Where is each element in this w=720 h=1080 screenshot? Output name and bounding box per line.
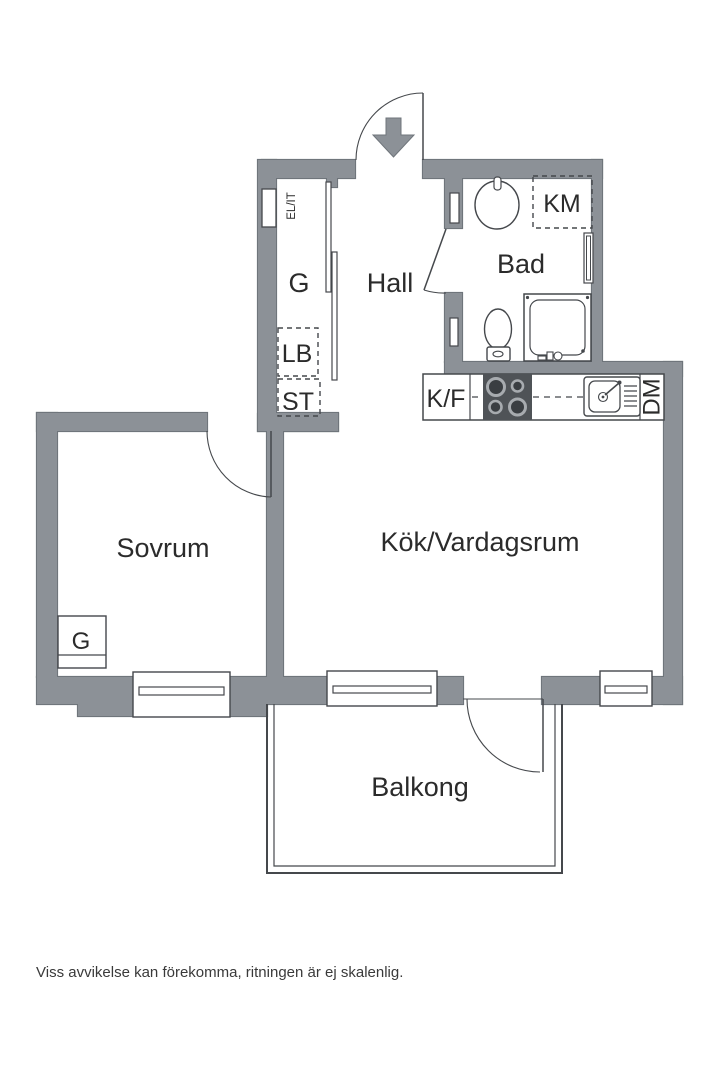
sliding-door: [325, 181, 338, 381]
room-label-bathroom: Bad: [497, 249, 545, 279]
livingroom-window-left: [326, 670, 438, 707]
disclaimer-text: Viss avvikelse kan förekomma, ritningen …: [36, 964, 403, 981]
balcony-railing: [266, 704, 563, 874]
washing-machine-box: [532, 175, 593, 229]
label-linen-cabinet: LB: [282, 340, 313, 368]
bathroom-sink: [474, 176, 520, 230]
entrance-door: [355, 92, 424, 161]
kitchen-sink: [583, 376, 641, 417]
entrance-arrow-icon: [371, 117, 416, 158]
label-wardrobe-hall: G: [288, 268, 309, 298]
label-electrical-it: EL/IT: [286, 192, 298, 219]
label-dishwasher: DM: [638, 378, 665, 415]
balcony-door: [463, 698, 544, 773]
kitchen-counter: [422, 373, 665, 421]
radiator: [583, 232, 594, 284]
label-washing-machine: KM: [543, 190, 581, 218]
shower: [523, 293, 592, 362]
bedroom-window: [132, 671, 231, 718]
bedroom-wardrobe: [57, 615, 107, 669]
room-label-hall: Hall: [367, 268, 414, 298]
cleaning-closet-box: [277, 378, 321, 417]
room-label-balcony: Balkong: [371, 772, 469, 802]
linen-cabinet-box: [277, 327, 319, 377]
electrical-cabinet: [261, 188, 277, 228]
wall-niche-upper: [449, 192, 460, 224]
livingroom-window-right: [599, 670, 653, 707]
toilet: [483, 308, 513, 362]
bedroom-door: [206, 430, 272, 498]
room-label-bedroom: Sovrum: [116, 533, 209, 563]
wall-niche-lower: [449, 317, 459, 347]
room-label-kitchen-livingroom: Kök/Vardagsrum: [380, 527, 579, 557]
label-fridge-freezer: K/F: [427, 385, 466, 413]
label-wardrobe-bedroom: G: [72, 628, 91, 655]
bathroom-door: [423, 228, 447, 294]
label-cleaning-closet: ST: [282, 388, 314, 416]
stove: [483, 374, 532, 420]
